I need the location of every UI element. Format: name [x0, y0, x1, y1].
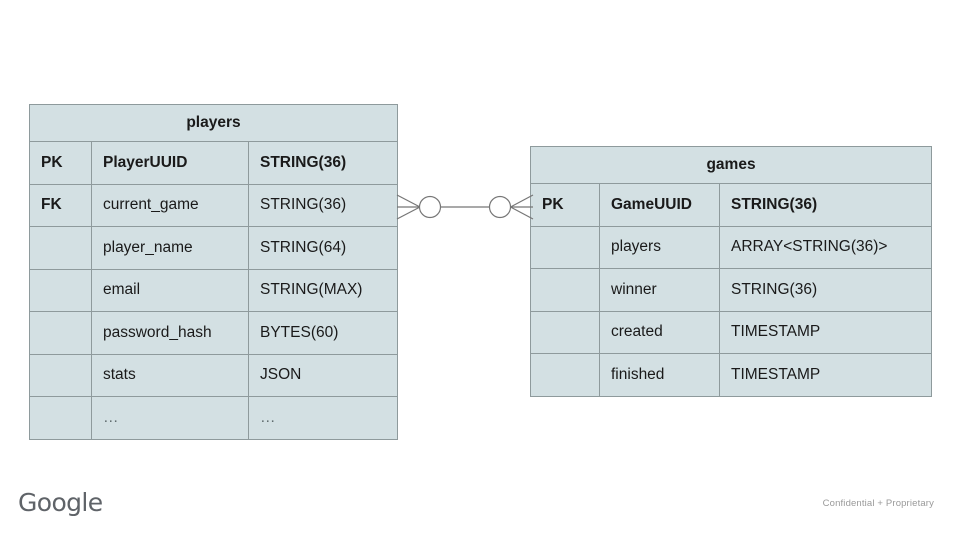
row-field: email [91, 268, 249, 312]
row-field: … [91, 396, 249, 440]
row-field: password_hash [91, 311, 249, 355]
crowsfoot-right-upper [510, 194, 534, 208]
google-logo: Google [18, 488, 103, 517]
row-key [530, 225, 600, 269]
row-field: players [599, 225, 720, 269]
table-row[interactable]: password_hash BYTES(60) [29, 311, 398, 355]
row-type: BYTES(60) [248, 311, 398, 355]
row-type: STRING(36) [718, 268, 933, 312]
row-field: finished [599, 353, 720, 397]
row-key: PK [530, 183, 600, 227]
row-type: … [248, 396, 398, 440]
entity-table-players[interactable]: players PK PlayerUUID STRING(36) FK curr… [29, 104, 398, 440]
row-key [29, 396, 92, 440]
crowsfoot-left-lower [396, 206, 421, 220]
entity-title-row: players [29, 104, 398, 142]
cardinality-circle-right [488, 195, 512, 219]
slide-footer: Google Confidential + Proprietary [0, 482, 960, 540]
crowsfoot-left-upper [396, 194, 421, 208]
row-key [29, 268, 92, 312]
entity-title-players: players [29, 104, 398, 142]
row-field: current_game [91, 183, 249, 227]
table-row[interactable]: PK PlayerUUID STRING(36) [29, 141, 398, 185]
table-row[interactable]: email STRING(MAX) [29, 268, 398, 312]
row-type: STRING(36) [248, 183, 398, 227]
row-key [530, 310, 600, 354]
cardinality-circle-left [418, 195, 442, 219]
row-field: player_name [91, 226, 249, 270]
row-key [29, 353, 92, 397]
relationship-connector-players-games[interactable] [390, 182, 540, 232]
entity-table-games[interactable]: games PK GameUUID STRING(36) players ARR… [529, 146, 933, 397]
row-field: PlayerUUID [91, 141, 249, 185]
row-key [530, 268, 600, 312]
row-key: PK [29, 141, 92, 185]
row-type: JSON [248, 353, 398, 397]
row-key [530, 353, 600, 397]
confidentiality-note: Confidential + Proprietary [822, 498, 934, 509]
row-key [29, 311, 92, 355]
table-row[interactable]: FK current_game STRING(36) [29, 183, 398, 227]
table-row[interactable]: finished TIMESTAMP [530, 353, 933, 397]
table-row[interactable]: winner STRING(36) [530, 268, 933, 312]
crowsfoot-right-lower [510, 206, 534, 220]
row-type: TIMESTAMP [718, 353, 933, 397]
row-type: ARRAY<STRING(36)> [718, 225, 933, 269]
row-type: TIMESTAMP [718, 310, 933, 354]
row-type: STRING(36) [718, 183, 933, 227]
table-row[interactable]: players ARRAY<STRING(36)> [530, 225, 933, 269]
row-field: stats [91, 353, 249, 397]
row-field: winner [599, 268, 720, 312]
table-row[interactable]: player_name STRING(64) [29, 226, 398, 270]
table-row[interactable]: stats JSON [29, 353, 398, 397]
table-row-more[interactable]: … … [29, 396, 398, 440]
row-key [29, 226, 92, 270]
entity-title-games: games [529, 146, 933, 184]
row-type: STRING(MAX) [248, 268, 398, 312]
table-row[interactable]: created TIMESTAMP [530, 310, 933, 354]
row-type: STRING(36) [248, 141, 398, 185]
row-field: created [599, 310, 720, 354]
row-key: FK [29, 183, 92, 227]
row-field: GameUUID [599, 183, 720, 227]
row-type: STRING(64) [248, 226, 398, 270]
entity-title-row: games [529, 146, 933, 184]
table-row[interactable]: PK GameUUID STRING(36) [530, 183, 933, 227]
